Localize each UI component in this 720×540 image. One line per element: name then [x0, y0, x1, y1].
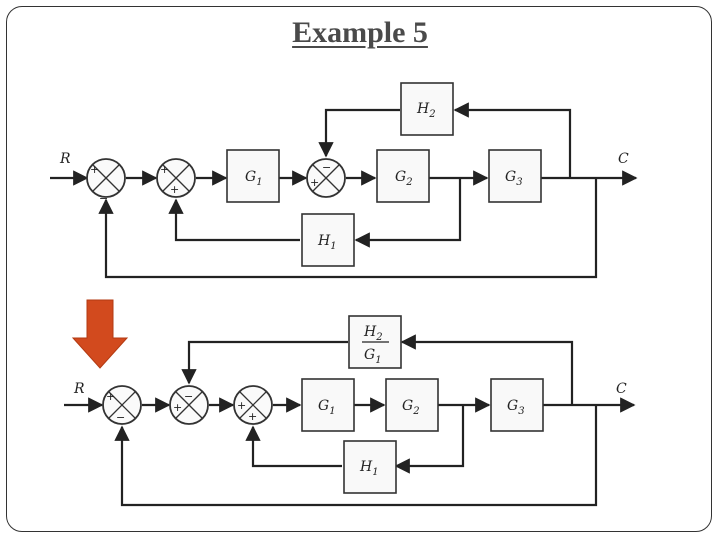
svg-text:G1: G1 [318, 398, 336, 417]
svg-text:−: − [116, 411, 125, 424]
top-block-g3: G3 [488, 149, 542, 203]
svg-text:+: + [90, 163, 99, 176]
svg-text:+: + [237, 399, 246, 412]
bottom-wire-h1-s3 [245, 425, 342, 468]
svg-text:+: + [310, 176, 319, 189]
bottom-diagram: R C + − + − [64, 315, 636, 507]
down-arrow-icon [71, 299, 129, 369]
bottom-wire-h2g1-s2 [181, 340, 348, 385]
top-summer-1: + − [86, 158, 126, 205]
svg-text:G1: G1 [245, 169, 263, 188]
bottom-summer-2: + − [169, 385, 209, 425]
bottom-summer-3: + + [233, 385, 273, 425]
top-block-h2: H2 [400, 82, 454, 136]
svg-text:G2: G2 [402, 398, 420, 417]
svg-text:−: − [99, 192, 108, 205]
svg-text:G1: G1 [364, 347, 382, 366]
bottom-wire-to-h1 [394, 405, 465, 474]
top-block-g1: G1 [226, 149, 280, 203]
bottom-output-label: C [616, 381, 627, 397]
top-block-g2: G2 [376, 149, 430, 203]
bottom-block-g1: G1 [301, 378, 355, 432]
svg-text:H2: H2 [363, 324, 383, 343]
bottom-block-h2-over-g1: H2 G1 [348, 315, 402, 369]
svg-text:H1: H1 [317, 233, 337, 252]
top-output-label: C [618, 151, 629, 167]
svg-text:+: + [173, 401, 182, 414]
bottom-input-label: R [73, 381, 85, 397]
slide-title-text: Example 5 [292, 16, 428, 49]
svg-text:−: − [322, 161, 331, 174]
top-wire-h2-s3 [318, 108, 400, 158]
svg-text:−: − [184, 390, 193, 403]
top-wire-to-h2 [453, 102, 572, 178]
bottom-wire-to-h2g1 [400, 334, 574, 405]
top-input-label: R [59, 151, 71, 167]
svg-text:H2: H2 [416, 101, 436, 120]
svg-text:G3: G3 [507, 398, 525, 417]
top-diagram: R C + − + + [50, 82, 638, 279]
slide-title: Example 5 [0, 16, 720, 50]
bottom-summer-1: + − [102, 385, 142, 425]
top-wire-unity-feedback [98, 178, 598, 279]
top-wire-to-h1 [354, 178, 462, 248]
top-summer-3: + − [306, 158, 346, 198]
bottom-block-g2: G2 [385, 378, 439, 432]
bottom-block-g3: G3 [490, 378, 544, 432]
svg-text:+: + [170, 183, 179, 196]
svg-text:G2: G2 [395, 169, 413, 188]
top-wire-h1-s2 [168, 198, 300, 242]
top-summer-2: + + [156, 158, 196, 198]
top-block-h1: H1 [301, 213, 355, 267]
bottom-wire-unity-feedback [114, 405, 598, 507]
svg-text:H1: H1 [359, 459, 379, 478]
svg-text:+: + [106, 390, 115, 403]
svg-text:G3: G3 [505, 169, 523, 188]
svg-text:+: + [160, 163, 169, 176]
svg-text:+: + [248, 410, 257, 423]
bottom-block-h1: H1 [343, 440, 397, 494]
